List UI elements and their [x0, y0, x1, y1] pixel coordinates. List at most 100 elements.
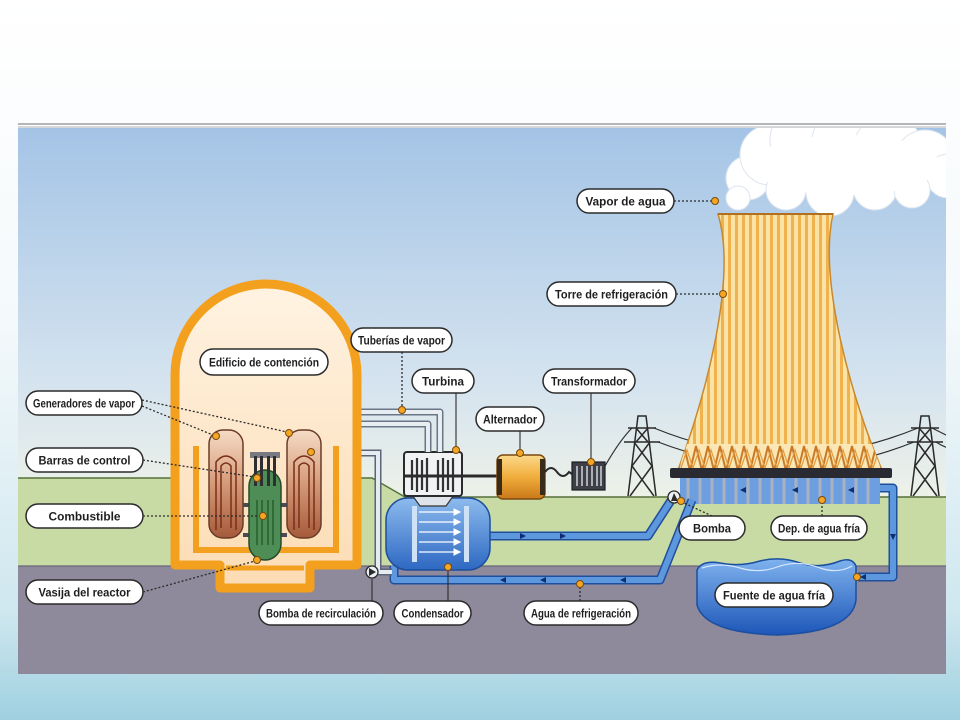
label-edificio-de-contencion: Edificio de contención	[199, 348, 329, 376]
label-vapor-de-agua: Vapor de agua	[576, 188, 675, 214]
flow-arrow	[520, 533, 526, 539]
marker-dot	[677, 497, 685, 505]
label-text: Vapor de agua	[586, 197, 667, 209]
flow-arrow	[848, 487, 854, 493]
connector-bomba	[683, 502, 713, 517]
label-connectors	[141, 197, 861, 601]
condenser-tube-header-right	[464, 506, 469, 562]
return-pipe	[391, 498, 695, 583]
label-text: Alternador	[483, 415, 537, 427]
cloud-fill	[750, 135, 940, 195]
control-rods	[254, 456, 276, 486]
label-box	[393, 600, 472, 626]
condenser	[385, 497, 491, 571]
label-text: Combustible	[49, 512, 121, 524]
label-box	[542, 368, 636, 394]
cooling-tower	[670, 213, 892, 504]
tower-zigzag	[680, 448, 882, 470]
label-box	[25, 447, 144, 473]
water-surface	[701, 562, 853, 572]
control-rod	[267, 456, 270, 486]
label-generadores-de-vapor: Generadores de vapor	[25, 390, 143, 416]
connector-generadores	[141, 399, 288, 436]
flow-arrow	[860, 574, 866, 580]
steam-generator-vessel	[208, 429, 244, 539]
control-rod	[260, 456, 263, 486]
condenser-tube-header-left	[412, 506, 417, 562]
tower-legs	[627, 415, 657, 497]
label-box	[199, 348, 329, 376]
marker-dot	[253, 556, 261, 564]
label-text: Bomba de recirculación	[266, 609, 376, 621]
steam-generator-left	[208, 429, 244, 539]
cooling-water-pipes	[389, 483, 898, 585]
marker-dot	[576, 580, 584, 588]
marker-dot	[853, 573, 861, 581]
tower-arms	[624, 427, 660, 443]
flow-arrow	[500, 577, 506, 583]
label-text: Condensador	[402, 609, 464, 621]
label-torre-de-refrigeracion: Torre de refrigeración	[546, 281, 677, 307]
label-box	[258, 600, 384, 626]
tower-lattice	[912, 427, 938, 497]
tower-zigzag-band	[678, 444, 882, 470]
marker-dot	[587, 458, 595, 466]
label-box	[678, 515, 746, 541]
marker-dot	[398, 406, 406, 414]
control-rod	[254, 456, 257, 486]
transmission-tower-right	[907, 415, 943, 497]
label-box	[350, 327, 453, 353]
basin-pillars	[686, 478, 870, 504]
power-line	[604, 427, 633, 467]
alternator-cap-left	[497, 459, 502, 495]
label-turbina: Turbina	[411, 368, 475, 394]
pillars	[686, 478, 870, 504]
label-text: Fuente de agua fría	[723, 591, 826, 603]
flow-arrow	[792, 487, 798, 493]
pump-arrow	[369, 568, 376, 576]
label-vasija-del-reactor: Vasija del reactor	[25, 579, 144, 605]
connector-barras	[142, 459, 256, 478]
tower-zigzag	[678, 445, 882, 470]
label-alternador: Alternador	[475, 406, 545, 432]
label-text: Generadores de vapor	[33, 399, 135, 411]
label-box	[523, 600, 639, 626]
label-box	[770, 515, 868, 541]
tower-arms	[907, 427, 943, 443]
steam-generator-right	[286, 429, 322, 539]
control-rod	[273, 456, 276, 486]
alternator-body	[496, 454, 546, 500]
label-box	[714, 582, 834, 608]
basin-arrows	[740, 487, 854, 493]
label-dep-de-agua-fria: Dep. de agua fría	[770, 515, 868, 541]
tower-legs	[910, 415, 940, 497]
vessel-drive-mechanism	[250, 452, 280, 458]
label-box	[576, 188, 675, 214]
label-text: Transformador	[551, 377, 627, 389]
marker-dot	[212, 432, 220, 440]
label-text: Tuberías de vapor	[358, 336, 445, 348]
containment-building	[170, 279, 362, 593]
pipe-arrows	[500, 533, 896, 583]
label-text: Barras de control	[39, 456, 131, 468]
diagram-canvas	[18, 128, 946, 674]
flow-arrow	[540, 577, 546, 583]
label-text: Vasija del reactor	[39, 588, 131, 600]
pump-arrow	[671, 493, 678, 501]
label-text: Turbina	[422, 377, 465, 389]
label-combustible: Combustible	[25, 503, 144, 529]
label-box	[475, 406, 545, 432]
steam-generator-u-tubes	[293, 455, 315, 530]
marker-dot	[259, 512, 267, 520]
steam-generator-u-tubes	[215, 455, 237, 530]
label-box	[411, 368, 475, 394]
flow-arrow	[740, 487, 746, 493]
label-barras-de-control: Barras de control	[25, 447, 144, 473]
marker-dot	[818, 496, 826, 504]
transformer	[571, 461, 606, 491]
label-text: Torre de refrigeración	[555, 290, 668, 302]
flow-arrow	[620, 577, 626, 583]
label-tuberias-de-vapor: Tuberías de vapor	[350, 327, 453, 353]
label-box	[25, 503, 144, 529]
tower-base	[670, 468, 892, 478]
